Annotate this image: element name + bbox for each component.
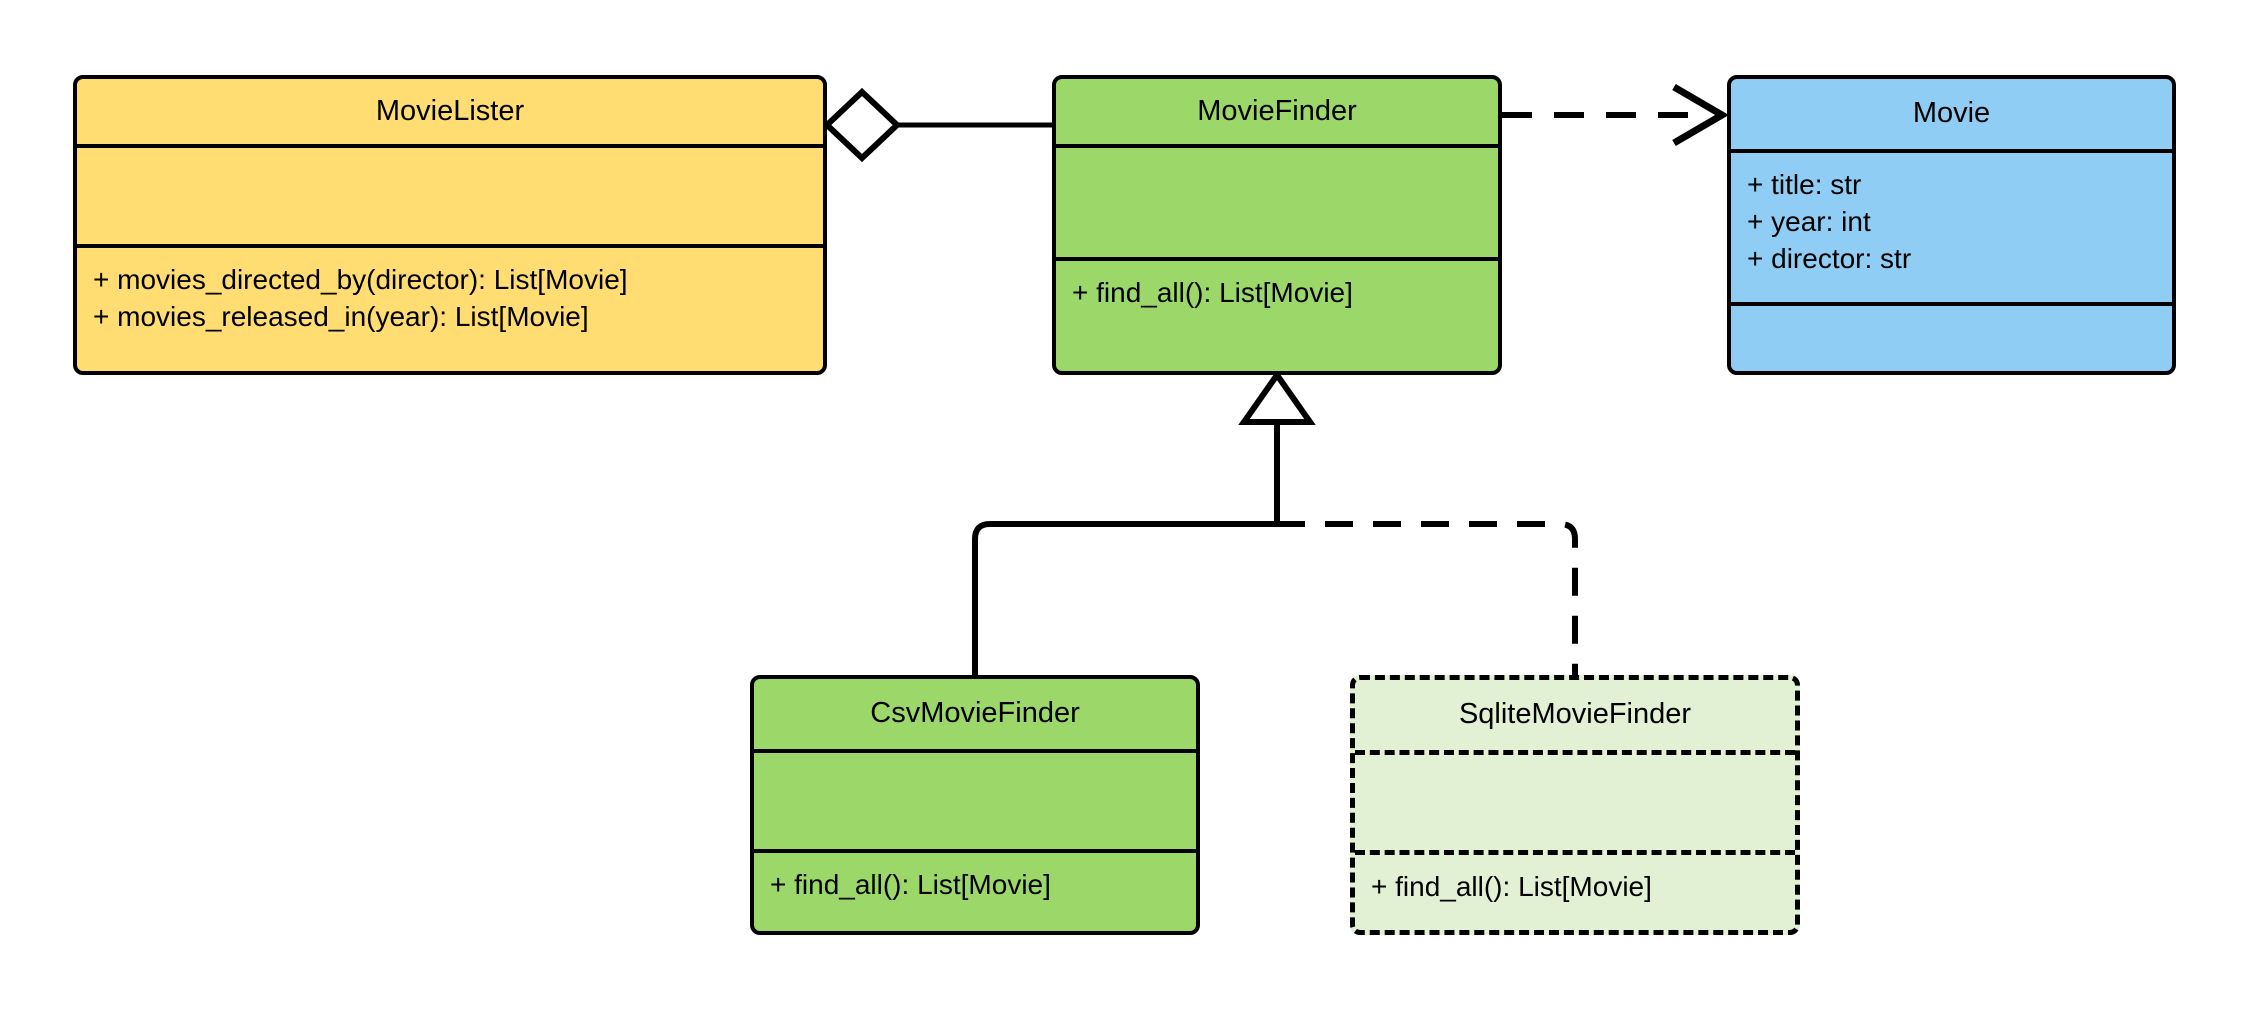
inheritance-line-sqlite: [1277, 521, 1578, 675]
methods-compartment-movie-lister: + movies_directed_by(director): List[Mov…: [77, 244, 823, 371]
attributes-compartment-sqlite-movie-finder: [1355, 750, 1795, 850]
class-title-sqlite-movie-finder: SqliteMovieFinder: [1458, 698, 1692, 731]
class-title-csv-movie-finder: CsvMovieFinder: [870, 697, 1080, 730]
inheritance-sqlite-finder: [1277, 521, 1578, 675]
method-item: + find_all(): List[Movie]: [770, 869, 1051, 900]
dependency-finder-movie: [1502, 83, 1729, 147]
aggregation-lister-finder: [822, 87, 1052, 163]
class-box-sqlite-movie-finder[interactable]: SqliteMovieFinder + find_all(): List[Mov…: [1350, 675, 1800, 935]
attributes-compartment-movie-lister: [77, 144, 823, 244]
open-arrow-icon: [1672, 83, 1729, 147]
method-item: + find_all(): List[Movie]: [1371, 871, 1652, 902]
hollow-triangle-icon: [1238, 369, 1316, 425]
class-title-movie: Movie: [1912, 97, 1991, 130]
attribute-item: + year: int: [1747, 205, 1871, 237]
hollow-diamond-icon: [822, 87, 902, 163]
method-item: + find_all(): List[Movie]: [1072, 277, 1353, 308]
class-box-movie-finder[interactable]: MovieFinder + find_all(): List[Movie]: [1052, 75, 1502, 375]
attributes-compartment-csv-movie-finder: [754, 749, 1196, 849]
class-box-movie[interactable]: Movie + title: str + year: int + directo…: [1727, 75, 2176, 375]
method-item: + movies_directed_by(director): List[Mov…: [93, 264, 628, 295]
class-box-movie-lister[interactable]: MovieLister + movies_directed_by(directo…: [73, 75, 827, 375]
attribute-item: + title: str: [1747, 169, 1862, 200]
attributes-compartment-movie-finder: [1056, 144, 1498, 257]
inheritance-csv-finder: [972, 521, 1277, 675]
methods-compartment-movie-finder: + find_all(): List[Movie]: [1056, 257, 1498, 371]
class-box-csv-movie-finder[interactable]: CsvMovieFinder + find_all(): List[Movie]: [750, 675, 1200, 935]
attributes-compartment-movie: + title: str + year: int + director: str: [1731, 149, 2172, 302]
methods-compartment-sqlite-movie-finder: + find_all(): List[Movie]: [1355, 850, 1795, 930]
method-item: + movies_released_in(year): List[Movie]: [93, 300, 589, 332]
class-title-movie-finder: MovieFinder: [1197, 94, 1357, 127]
methods-compartment-movie: [1731, 302, 2172, 371]
methods-compartment-csv-movie-finder: + find_all(): List[Movie]: [754, 849, 1196, 931]
inheritance-hub: [1238, 369, 1316, 524]
class-title-movie-lister: MovieLister: [375, 94, 525, 127]
inheritance-line-csv: [972, 521, 1277, 675]
attribute-item: + director: str: [1747, 242, 1912, 274]
